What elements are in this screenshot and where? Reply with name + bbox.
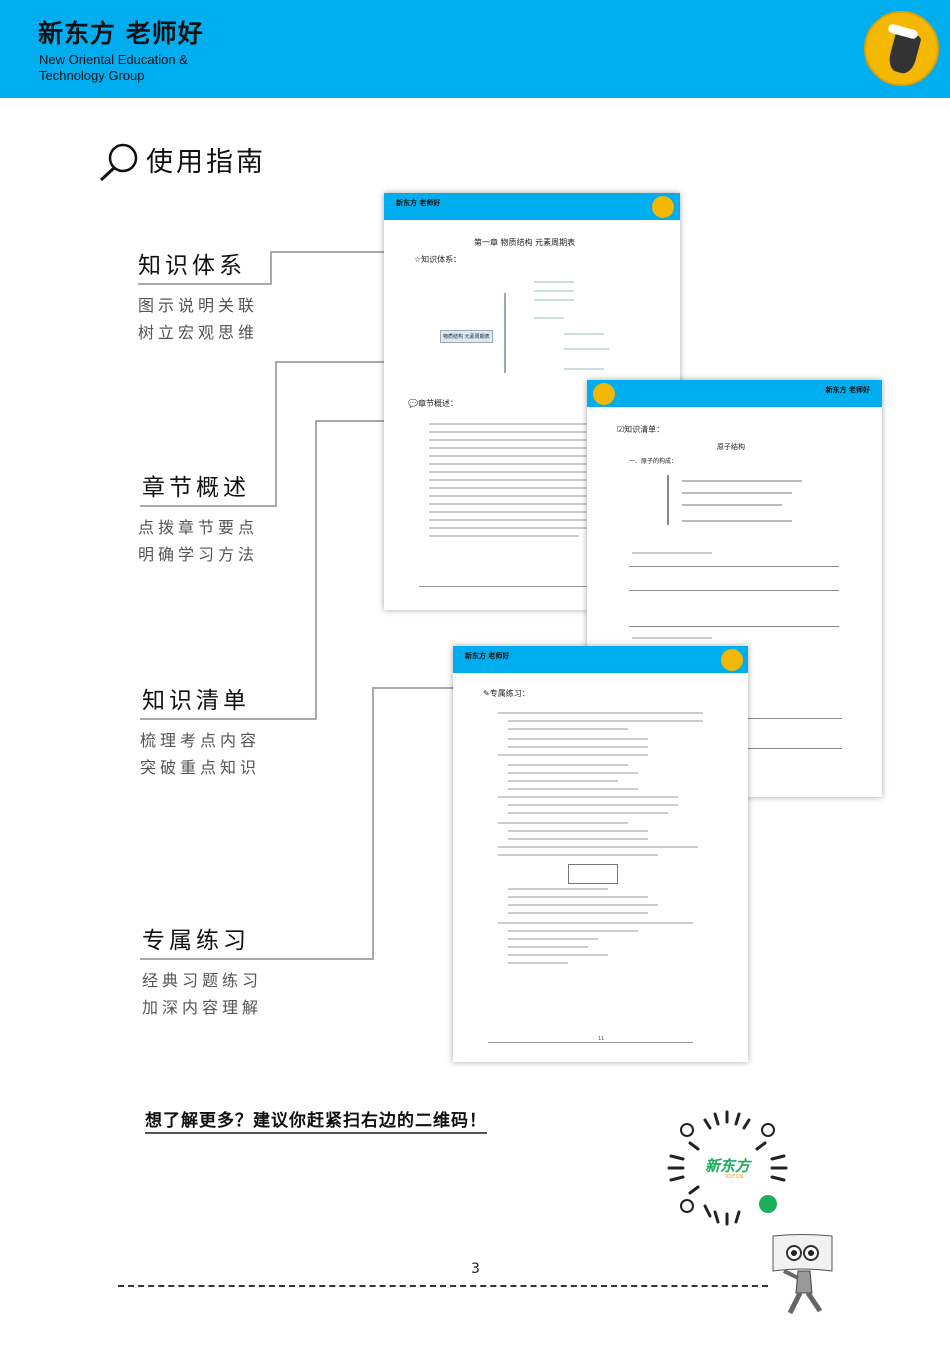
label: 章节概述： [417, 399, 458, 408]
sub-line: 明确学习方法 [138, 545, 259, 564]
mindmap-root: 物质结构 元素周期表 [440, 330, 493, 343]
qr-call-to-action: 想了解更多？建议你赶紧扫右边的二维码！ [145, 1106, 487, 1134]
label: 知识体系： [421, 255, 462, 264]
section-title-knowledge-system: 知识体系 [138, 253, 246, 279]
footer-dashed-divider [118, 1285, 768, 1287]
pencil-icon: ✎ [483, 689, 490, 698]
cup-logo-icon [864, 11, 939, 86]
qr-center-subtext: XDF.CN [725, 1174, 744, 1180]
overview-heading: 💬章节概述： [408, 398, 458, 409]
qr-center-logo: 新东方 [705, 1157, 751, 1175]
section-title-exercises: 专属练习 [142, 928, 250, 954]
brand-name-cn: 新东方 老师好 [38, 19, 204, 48]
sub-line: 树立宏观思维 [138, 323, 259, 342]
brand-name-en: New Oriental Education &Technology Group [39, 52, 188, 84]
sub-line: 突破重点知识 [140, 758, 261, 777]
search-magnifier-icon [99, 143, 138, 182]
star-icon: ☆ [414, 255, 422, 264]
speech-bubble-icon: 💬 [408, 399, 418, 408]
sub-line: 图示说明关联 [138, 296, 259, 315]
section-title-knowledge-list: 知识清单 [142, 688, 250, 714]
sub-line: 经典习题练习 [142, 971, 263, 990]
mini-page-number: 11 [598, 1036, 605, 1042]
list-heading: ☑知识清单： [617, 424, 664, 435]
mini-logo-icon [652, 196, 674, 218]
label: 专属练习： [489, 689, 530, 698]
header-bar: 新东方 老师好 New Oriental Education &Technolo… [0, 0, 950, 98]
practice-heading: ✎专属练习： [483, 688, 530, 699]
guide-title: 使用指南 [146, 147, 266, 178]
brand-en-line1: New Oriental Education & [39, 52, 188, 67]
preview-page-exercises: 新东方 老师好 ✎专属练习： 11 [453, 646, 748, 1062]
label: 知识清单： [624, 425, 665, 434]
page-number: 3 [471, 1261, 480, 1277]
section-title-chapter-overview: 章节概述 [142, 475, 250, 501]
sub-line: 加深内容理解 [142, 998, 263, 1017]
mini-brand: 新东方 老师好 [465, 652, 510, 660]
mini-brand: 新东方 老师好 [825, 386, 870, 394]
sub-line: 点拨章节要点 [138, 518, 259, 537]
brand-en-line2: Technology Group [39, 68, 145, 83]
knowledge-heading: ☆知识体系： [414, 254, 461, 265]
qr-pattern-icon [667, 1110, 788, 1226]
item-heading: 一、原子的构成： [629, 458, 678, 465]
section-subtitle: 图示说明关联树立宏观思维 [138, 292, 258, 346]
sub-line: 梳理考点内容 [140, 731, 261, 750]
book-mascot-icon [772, 1234, 833, 1315]
section-subtitle: 梳理考点内容突破重点知识 [140, 727, 260, 781]
chapter-title: 第一章 物质结构 元素周期表 [474, 238, 576, 247]
section-subtitle: 经典习题练习加深内容理解 [142, 967, 262, 1021]
topic-title: 原子结构 [717, 443, 745, 451]
checklist-icon: ☑ [617, 425, 625, 434]
mini-logo-icon [593, 383, 615, 405]
mini-program-qr-code[interactable]: 新东方 XDF.CN [665, 1108, 790, 1228]
section-subtitle: 点拨章节要点明确学习方法 [138, 514, 258, 568]
mini-logo-icon [721, 649, 743, 671]
mini-brand: 新东方 老师好 [396, 199, 441, 207]
